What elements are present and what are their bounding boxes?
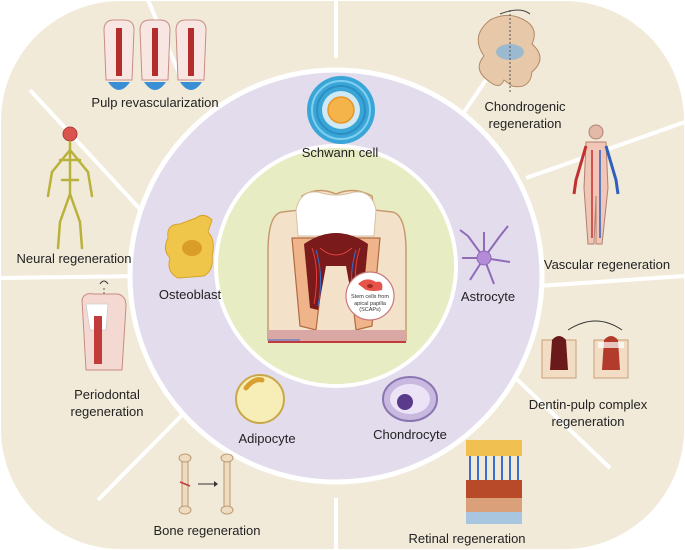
dentin-pulp-tooth-icon [541,320,629,379]
label-neural-regeneration: Neural regeneration [16,251,132,266]
label-scap-line3: (SCAPs) [359,307,381,313]
label-periodontal-regeneration: Periodontal regeneration [52,386,162,420]
schwann-cell-icon [307,76,375,144]
retina-layers-icon [466,440,522,524]
label-dentin-pulp-regeneration: Dentin-pulp complex regeneration [514,396,662,430]
label-periodontal-line2: regeneration [70,404,144,419]
label-adipocyte: Adipocyte [238,431,296,446]
label-scap: Stem cells from apical papilla (SCAPs) [346,294,394,314]
label-scap-line2: apical papilla [354,300,386,307]
label-osteoblast: Osteoblast [158,287,222,302]
label-dentin-pulp-line1: Dentin-pulp complex [528,397,648,412]
nervous-system-icon [46,126,94,250]
bone-icon [178,453,234,515]
chondrocyte-icon [382,376,438,422]
label-schwann-cell: Schwann cell [301,145,379,160]
label-chondrogenic-line1: Chondrogenic [484,99,566,114]
periodontal-tooth-icon [81,280,127,371]
label-periodontal-line1: Periodontal [74,387,140,402]
label-pulp-revascularization: Pulp revascularization [91,95,219,110]
scap-cell-icon [345,271,395,321]
label-scap-line1: Stem cells from [351,294,389,300]
osteoblast-icon [164,214,214,279]
label-vascular-regeneration: Vascular regeneration [543,257,671,272]
tooth-cross-section-icon [267,189,407,343]
label-chondrogenic-line2: regeneration [488,116,562,131]
label-chondrogenic-regeneration: Chondrogenic regeneration [470,98,580,132]
astrocyte-icon [459,225,511,285]
label-bone-regeneration: Bone regeneration [153,523,261,538]
adipocyte-icon [235,374,285,424]
label-chondrocyte: Chondrocyte [373,427,447,442]
knee-joint-icon [477,9,541,92]
label-astrocyte: Astrocyte [460,289,516,304]
label-retinal-regeneration: Retinal regeneration [408,531,526,546]
vascular-system-icon [572,124,620,245]
label-dentin-pulp-line2: regeneration [551,414,625,429]
tooth-pulp-icon [103,19,207,90]
